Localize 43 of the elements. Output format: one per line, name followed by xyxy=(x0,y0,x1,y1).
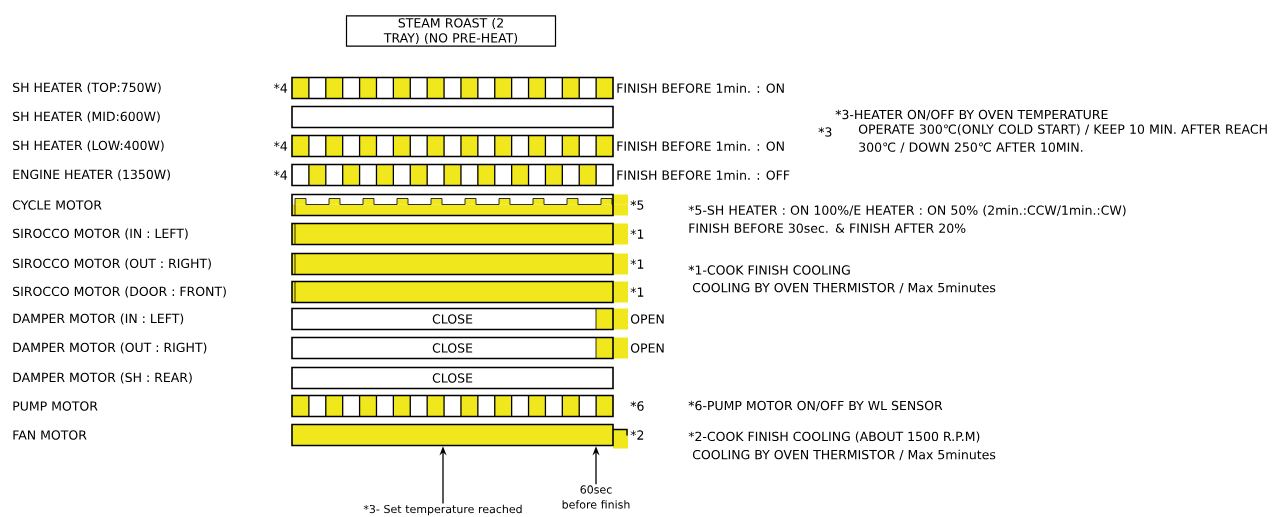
title-box: STEAM ROAST (2 TRAY) (NO PRE-HEAT) xyxy=(345,15,557,47)
note-text: *5-SH HEATER : ON 100%/E HEATER : ON 50% (2min.:CCW/1min.:CW) FINISH BEFORE 30sec. & FINISH AFTER 20% xyxy=(688,205,1126,233)
state-note: FINISH BEFORE 1min. : OFF xyxy=(617,170,790,180)
state-note: FINISH BEFORE 1min. : ON xyxy=(617,141,784,151)
note-text: SH HEATER (LOW:400W) xyxy=(13,140,164,152)
timing-bar: CLOSE xyxy=(291,307,628,331)
annotation-text: 60sec before finish xyxy=(562,485,630,509)
note-text: ENGINE HEATER (1350W) xyxy=(13,169,170,181)
timing-bar: CLOSE xyxy=(291,366,614,390)
note-text: *1-COOK FINISH COOLING xyxy=(688,265,850,275)
note-text: OPERATE 300℃(ONLY COLD START) / KEEP 10 MIN. AFTER REACH 300℃ / DOWN 250℃ AFTER 10MIN. xyxy=(858,124,1267,153)
note-text: *2-COOK FINISH COOLING (ABOUT 1500 R.P.M) xyxy=(688,431,980,443)
note-text: SIROCCO MOTOR (OUT : RIGHT) xyxy=(13,258,211,270)
state-note: OPEN xyxy=(630,314,664,324)
note-text: *3-HEATER ON/OFF BY OVEN TEMPERATURE xyxy=(835,109,1108,121)
note-marker: *4 xyxy=(274,141,288,151)
annotation-text: *3- Set temperature reached xyxy=(363,504,522,516)
note-text: DAMPER MOTOR (OUT : RIGHT) xyxy=(13,342,207,354)
note-text: COOLING BY OVEN THERMISTOR / Max 5minutes xyxy=(692,449,996,461)
note-text: DAMPER MOTOR (SH : REAR) xyxy=(13,372,192,384)
timing-bar: CLOSE xyxy=(291,336,628,360)
state-note: *2 xyxy=(630,430,644,440)
state-note: *1 xyxy=(630,229,644,239)
state-note: *5 xyxy=(630,200,644,210)
note-text: PUMP MOTOR xyxy=(13,401,98,411)
state-note: *1 xyxy=(630,287,644,297)
state-note: FINISH BEFORE 1min. : ON xyxy=(617,83,784,93)
note-text: *6-PUMP MOTOR ON/OFF BY WL SENSOR xyxy=(688,400,943,412)
note-text: DAMPER MOTOR (IN : LEFT) xyxy=(13,313,184,325)
state-note: *6 xyxy=(630,401,644,411)
state-note: *1 xyxy=(630,259,644,269)
note-text: SIROCCO MOTOR (DOOR : FRONT) xyxy=(13,286,226,298)
note-marker: *4 xyxy=(274,83,288,93)
note-text: COOLING BY OVEN THERMISTOR / Max 5minutes xyxy=(692,282,996,294)
note-text: SH HEATER (TOP:750W) xyxy=(13,82,161,94)
note-marker: *4 xyxy=(274,170,288,180)
note-text: SH HEATER (MID:600W) xyxy=(13,111,160,123)
note-text: SIROCCO MOTOR (IN : LEFT) xyxy=(13,228,188,240)
note-text: FAN MOTOR xyxy=(13,430,87,440)
note-text: *3 xyxy=(818,127,832,137)
state-note: OPEN xyxy=(630,343,664,353)
note-text: CYCLE MOTOR xyxy=(12,200,102,210)
timing-bar xyxy=(291,105,614,129)
